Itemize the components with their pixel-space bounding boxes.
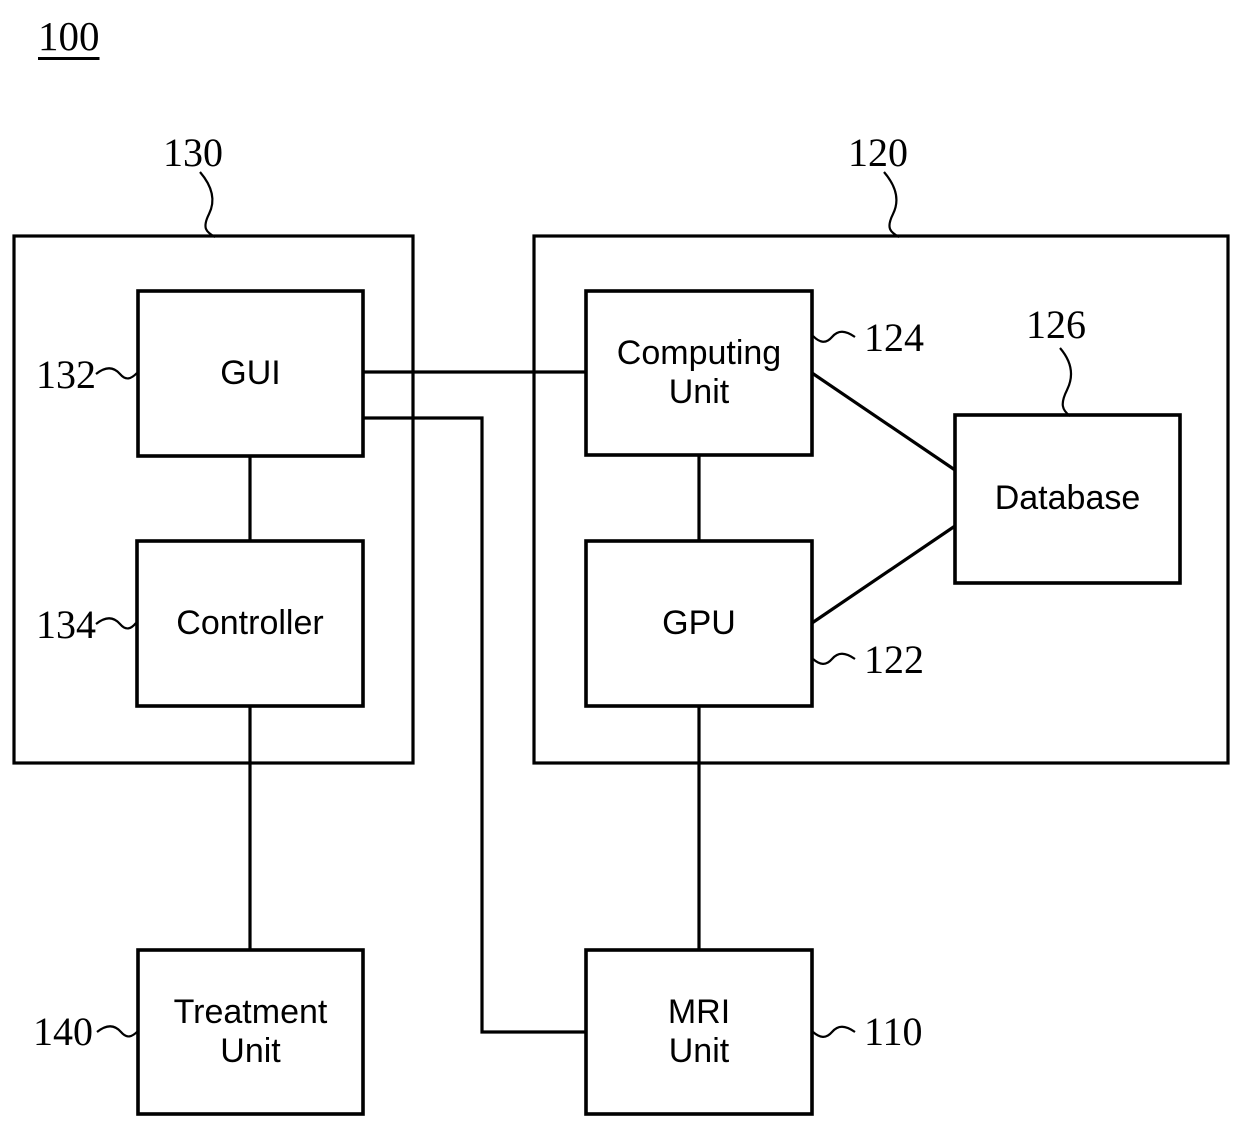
reference-numeral-122: 122 bbox=[864, 637, 924, 682]
leader-line-132 bbox=[95, 367, 138, 380]
box-mri-unit bbox=[584, 948, 814, 1116]
reference-numeral-126: 126 bbox=[1026, 302, 1086, 347]
leader-line-120 bbox=[883, 171, 900, 238]
reference-numeral-140: 140 bbox=[33, 1009, 93, 1054]
reference-numeral-132: 132 bbox=[36, 352, 96, 397]
connector-computing-unit-to-database bbox=[811, 371, 956, 472]
box-gpu bbox=[584, 539, 814, 708]
reference-numeral-134: 134 bbox=[36, 602, 96, 647]
leader-line-124 bbox=[812, 330, 856, 343]
leader-line-134 bbox=[95, 617, 137, 630]
connector-gui-to-mri-unit bbox=[363, 416, 586, 1034]
box-controller bbox=[135, 539, 365, 708]
leader-line-140 bbox=[96, 1025, 139, 1038]
figure-number: 100 bbox=[38, 13, 100, 59]
box-database bbox=[953, 413, 1182, 585]
leader-line-130 bbox=[199, 171, 216, 238]
box-computing-unit bbox=[584, 289, 814, 457]
leader-line-122 bbox=[812, 652, 856, 665]
reference-numeral-120: 120 bbox=[848, 130, 908, 175]
container-processing-system-120 bbox=[532, 234, 1230, 765]
box-gui bbox=[136, 289, 365, 458]
reference-numeral-130: 130 bbox=[163, 130, 223, 175]
connector-gpu-to-database bbox=[811, 524, 956, 625]
reference-numeral-110: 110 bbox=[864, 1009, 923, 1054]
leader-line-126 bbox=[1059, 347, 1073, 417]
reference-numeral-124: 124 bbox=[864, 315, 924, 360]
box-treatment-unit bbox=[136, 948, 365, 1116]
leader-line-110 bbox=[812, 1025, 856, 1038]
